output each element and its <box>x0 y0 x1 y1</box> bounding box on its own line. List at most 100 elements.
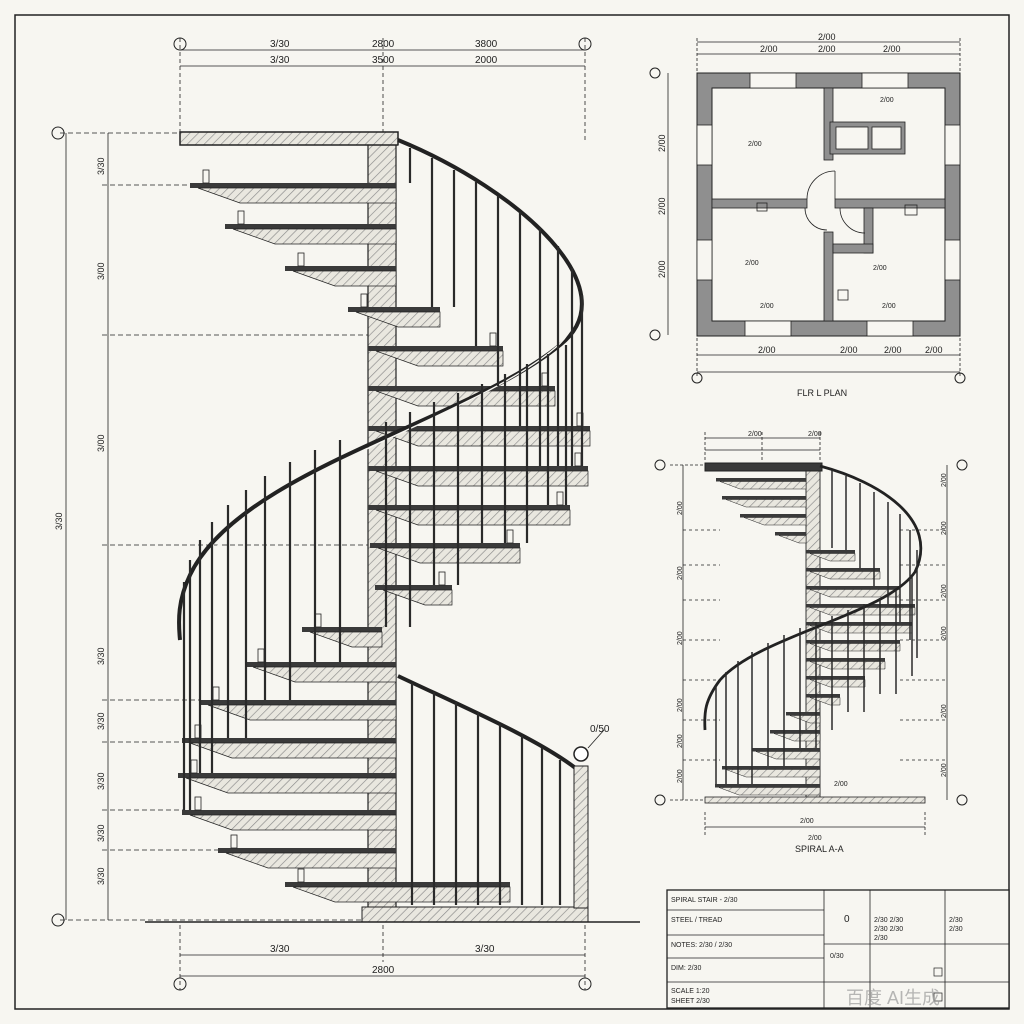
lower-handrail <box>397 674 580 772</box>
side-dim-5: 3/30 <box>96 712 106 730</box>
tread-bracket <box>556 491 564 506</box>
watermark: 百度 AI生成 <box>846 988 940 1008</box>
tread-bracket <box>230 834 238 849</box>
elevation-side-dimension-chain <box>60 132 370 921</box>
top-dim-6: 2000 <box>475 55 498 66</box>
stair-tread <box>182 796 397 831</box>
section-tread <box>722 766 821 778</box>
side-dim-3: 3/00 <box>96 434 106 452</box>
section-right-dim-5: 2/00 <box>941 704 948 718</box>
title-col2-2: 2/30 <box>949 926 963 933</box>
section-right-dim-1: 2/00 <box>941 473 948 487</box>
stair-tread <box>225 210 397 245</box>
plan-window <box>861 72 909 89</box>
grid-bubble-icon <box>51 913 65 927</box>
plan-window-tag-1: 2/00 <box>760 303 774 310</box>
title-col1-1: 2/30 2/30 <box>874 917 903 924</box>
grid-bubble-icon <box>654 459 666 471</box>
tread-bracket <box>257 648 265 663</box>
section-left-dim-4: 2/00 <box>677 698 684 712</box>
side-dim-8: 3/30 <box>96 867 106 885</box>
grid-bubble-icon <box>649 67 661 79</box>
bottom-dim-2: 3/30 <box>475 944 495 955</box>
title-row-3: NOTES: 2/30 / 2/30 <box>671 942 732 949</box>
section-base-dim: 2/00 <box>800 818 814 825</box>
side-dim-2: 3/00 <box>96 262 106 280</box>
section-base-tag: 2/00 <box>834 781 848 788</box>
plan-bottom-dim-4: 2/00 <box>925 345 943 355</box>
stair-tread <box>245 648 397 683</box>
plan-interior-walls <box>711 87 946 322</box>
section-top-landing <box>704 462 823 472</box>
title-row-2: STEEL / TREAD <box>671 917 722 924</box>
tread-bracket <box>237 210 245 225</box>
tread-bracket <box>297 868 305 883</box>
baluster-group <box>182 148 584 905</box>
newel-post <box>573 765 589 909</box>
section-left-dim-5: 2/00 <box>677 734 684 748</box>
side-dim-7: 3/30 <box>96 824 106 842</box>
newel-tag: 0/50 <box>590 724 610 735</box>
tread-bracket <box>190 759 198 774</box>
plan-side-dim-1: 2/00 <box>657 134 667 152</box>
door-swing-icon <box>839 207 866 234</box>
stair-tread <box>190 169 397 204</box>
top-dim-1: 3/30 <box>270 39 290 50</box>
stair-tread <box>348 293 441 328</box>
spiral-stair-elevation: 3/30 2800 3800 3/30 3500 2000 3/30 3/00 … <box>51 37 640 991</box>
plan-room-tag-2: 2/00 <box>880 97 894 104</box>
plan-window <box>866 320 914 337</box>
section-tread <box>806 550 856 562</box>
plan-side-dim-3: 2/00 <box>657 260 667 278</box>
plan-bottom-dim-1: 2/00 <box>758 345 776 355</box>
plan-bottom-dim-3: 2/00 <box>884 345 902 355</box>
side-dim-1: 3/30 <box>96 157 106 175</box>
plan-window <box>696 239 713 281</box>
tread-bracket <box>506 529 514 544</box>
section-right-dim-2: 2/00 <box>941 521 948 535</box>
grid-bubble-icon <box>51 126 65 140</box>
section-caption: SPIRAL A-A <box>795 844 844 854</box>
grid-bubble-icon <box>954 372 966 384</box>
section-baluster-group <box>715 470 918 784</box>
bottom-dim-3: 2800 <box>372 965 395 976</box>
title-col1-3: 2/30 <box>874 935 888 942</box>
newel-ball-icon <box>573 746 589 762</box>
title-row-6: SHEET 2/30 <box>671 998 710 1005</box>
stair-tread <box>368 332 504 367</box>
grid-bubble-icon <box>173 37 187 51</box>
section-tread <box>752 748 821 760</box>
grid-bubble-icon <box>956 459 968 471</box>
plan-window <box>696 124 713 166</box>
section-tread <box>722 496 807 508</box>
top-dim-4: 3/30 <box>270 55 290 66</box>
stair-tread <box>182 724 397 759</box>
side-dim-4: 3/30 <box>96 647 106 665</box>
floor-plan: 2/00 2/00 2/00 2/00 2/00 2/00 2/00 <box>649 32 966 398</box>
bottom-dim-1: 3/30 <box>270 944 290 955</box>
stair-tread <box>368 491 571 526</box>
plan-window <box>944 124 961 166</box>
stair-tread <box>218 834 397 869</box>
title-col2-1: 2/30 <box>949 917 963 924</box>
tread-bracket <box>438 571 446 586</box>
grid-bubble-icon <box>956 794 968 806</box>
title-col1-2: 2/30 2/30 <box>874 926 903 933</box>
plan-room-tag-1: 2/00 <box>748 141 762 148</box>
top-dim-2: 2800 <box>372 39 395 50</box>
title-mid-2: 0/30 <box>830 953 844 960</box>
top-landing <box>179 131 399 146</box>
tread-bracket <box>202 169 210 184</box>
sheet-border <box>14 14 1010 1010</box>
stair-tread <box>178 759 397 794</box>
grid-bubble-icon <box>649 329 661 341</box>
plan-room-tag-4: 2/00 <box>873 265 887 272</box>
grid-bubble-icon <box>173 977 187 991</box>
section-bottom-dim: 2/00 <box>808 835 822 842</box>
title-row-5: SCALE 1:20 <box>671 988 710 995</box>
plan-bottom-dim-2: 2/00 <box>840 345 858 355</box>
tread-bracket <box>360 293 368 308</box>
tread-bracket <box>194 796 202 811</box>
title-block: SPIRAL STAIR - 2/30 STEEL / TREAD NOTES:… <box>666 889 1010 1009</box>
elevation-top-dimension-chain <box>179 38 586 140</box>
